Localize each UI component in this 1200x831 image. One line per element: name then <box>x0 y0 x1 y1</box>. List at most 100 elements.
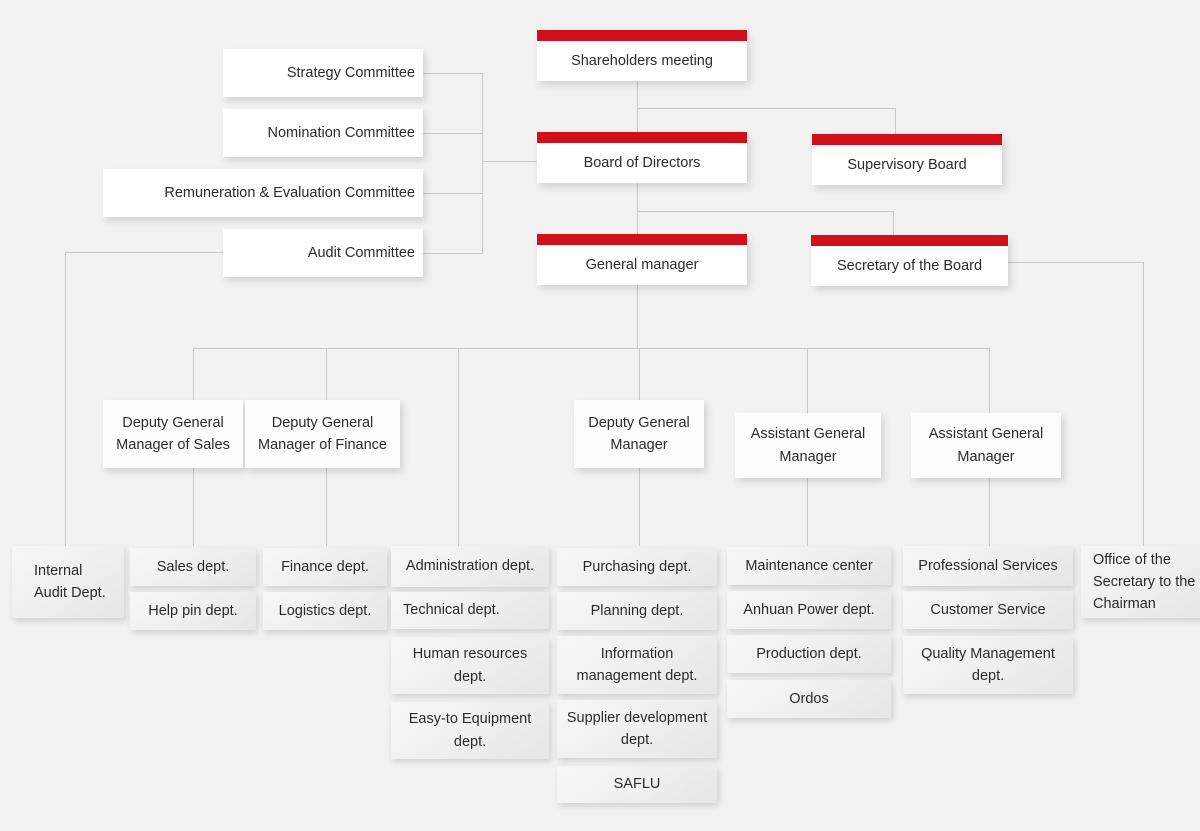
node-shareholders-meeting[interactable]: Shareholders meeting <box>537 30 747 81</box>
node-general-manager[interactable]: General manager <box>537 234 747 285</box>
node-technical-dept[interactable]: Technical dept. <box>391 592 549 629</box>
node-maintenance-center[interactable]: Maintenance center <box>727 547 891 585</box>
connector-board-to-secretary <box>637 211 894 212</box>
node-planning-dept[interactable]: Planning dept. <box>557 592 717 630</box>
connector-mgr3-to-depts <box>639 468 640 546</box>
node-label: Ordos <box>789 690 829 707</box>
node-remuneration-evaluation-committee[interactable]: Remuneration & Evaluation Committee <box>103 169 423 217</box>
node-deputy-general-manager-of-finance[interactable]: Deputy General Manager of Finance <box>245 400 400 468</box>
connector-committee-bus-to-board <box>482 161 542 162</box>
connector-committee-remuneration <box>422 193 483 194</box>
connector-manager-bus <box>193 348 990 349</box>
node-label: Maintenance center <box>745 557 873 574</box>
node-label: Anhuan Power dept. <box>743 601 875 618</box>
connector-audit-left <box>65 252 223 253</box>
node-label: Human resources dept. <box>412 646 528 685</box>
node-label: Assistant General Manager <box>750 426 866 465</box>
node-label: Deputy General Manager of Finance <box>258 414 387 453</box>
node-nomination-committee[interactable]: Nomination Committee <box>223 109 423 157</box>
connector-bus-to-mgr-1 <box>193 348 194 403</box>
node-assistant-general-manager-1[interactable]: Assistant General Manager <box>735 413 881 478</box>
node-purchasing-dept[interactable]: Purchasing dept. <box>557 548 717 586</box>
connector-bus-to-mgr-5 <box>807 348 808 415</box>
node-label: Deputy General Manager <box>588 414 690 453</box>
node-label: Help pin dept. <box>148 602 238 619</box>
connector-secretary-down <box>893 211 894 242</box>
node-sales-dept[interactable]: Sales dept. <box>130 548 256 586</box>
node-label: Information management dept. <box>576 645 698 684</box>
node-label: Supervisory Board <box>847 156 967 173</box>
node-supervisory-board[interactable]: Supervisory Board <box>812 134 1002 185</box>
node-strategy-committee[interactable]: Strategy Committee <box>223 49 423 97</box>
connector-bus-to-mgr-4 <box>639 348 640 403</box>
node-label: Supplier development dept. <box>566 709 708 748</box>
node-label: Quality Management dept. <box>921 645 1055 684</box>
connector-mgr4-to-depts <box>807 478 808 546</box>
node-label: Sales dept. <box>156 558 230 575</box>
connector-committee-bus <box>482 73 483 253</box>
node-easy-to-equipment-dept[interactable]: Easy-to Equipment dept. <box>391 702 549 759</box>
node-secretary-of-the-board[interactable]: Secretary of the Board <box>811 235 1008 286</box>
node-label: Assistant General Manager <box>928 426 1044 465</box>
node-information-management-dept[interactable]: Information management dept. <box>557 636 717 694</box>
node-label: Remuneration & Evaluation Committee <box>164 184 415 201</box>
node-label: Deputy General Manager of Sales <box>116 414 230 453</box>
connector-bus-to-mgr-3 <box>458 348 459 546</box>
node-professional-services[interactable]: Professional Services <box>903 546 1073 586</box>
node-label: Internal Audit Dept. <box>34 562 106 601</box>
node-label: Technical dept. <box>403 602 500 619</box>
node-label: Professional Services <box>918 557 1058 574</box>
node-label: Shareholders meeting <box>571 52 713 69</box>
node-label: Production dept. <box>756 645 862 662</box>
node-label: Secretary of the Board <box>836 257 983 274</box>
connector-mgr1-to-depts <box>193 468 194 546</box>
node-finance-dept[interactable]: Finance dept. <box>263 548 387 586</box>
node-label: Logistics dept. <box>278 602 372 619</box>
node-deputy-general-manager[interactable]: Deputy General Manager <box>574 400 704 468</box>
node-help-pin-dept[interactable]: Help pin dept. <box>130 592 256 630</box>
node-office-of-the-secretary-to-the-chairman[interactable]: Office of the Secretary to the Chairman <box>1081 546 1200 618</box>
node-administration-dept[interactable]: Administration dept. <box>391 546 549 587</box>
connector-shareholders-to-supervisory <box>637 108 896 109</box>
node-label: Customer Service <box>930 601 1046 618</box>
connector-audit-down <box>65 252 66 546</box>
node-label: SAFLU <box>613 776 661 793</box>
node-customer-service[interactable]: Customer Service <box>903 591 1073 629</box>
node-label: Administration dept. <box>405 558 535 575</box>
connector-bus-to-mgr-2 <box>326 348 327 403</box>
connector-secretary-right <box>1008 262 1144 263</box>
node-label: Planning dept. <box>590 602 684 619</box>
connector-bus-to-mgr-6 <box>989 348 990 415</box>
connector-board-down <box>637 183 638 243</box>
node-label: Easy-to Equipment dept. <box>408 711 532 750</box>
node-board-of-directors[interactable]: Board of Directors <box>537 132 747 183</box>
connector-mgr5-to-depts <box>989 478 990 546</box>
node-internal-audit-dept[interactable]: Internal Audit Dept. <box>12 546 124 618</box>
node-saflu[interactable]: SAFLU <box>557 766 717 803</box>
node-label: Strategy Committee <box>286 64 415 81</box>
node-ordos[interactable]: Ordos <box>727 680 891 718</box>
connector-chairman-down <box>1143 262 1144 546</box>
node-label: Board of Directors <box>583 154 701 171</box>
node-logistics-dept[interactable]: Logistics dept. <box>263 592 387 630</box>
connector-shareholders-down <box>637 81 638 161</box>
node-label: Office of the Secretary to the Chairman <box>1093 551 1196 613</box>
connector-committee-audit <box>422 253 483 254</box>
connector-gm-down <box>637 285 638 348</box>
node-assistant-general-manager-2[interactable]: Assistant General Manager <box>911 413 1061 478</box>
node-anhuan-power-dept[interactable]: Anhuan Power dept. <box>727 591 891 629</box>
node-label: General manager <box>585 256 699 273</box>
connector-mgr2-to-depts <box>326 468 327 546</box>
node-deputy-general-manager-of-sales[interactable]: Deputy General Manager of Sales <box>103 400 243 468</box>
node-label: Purchasing dept. <box>582 558 692 575</box>
node-production-dept[interactable]: Production dept. <box>727 635 891 673</box>
node-audit-committee[interactable]: Audit Committee <box>223 229 423 277</box>
node-quality-management-dept[interactable]: Quality Management dept. <box>903 636 1073 694</box>
connector-committee-strategy <box>422 73 483 74</box>
connector-supervisory-down <box>895 108 896 140</box>
node-supplier-development-dept[interactable]: Supplier development dept. <box>557 700 717 758</box>
connector-committee-nomination <box>422 133 483 134</box>
node-human-resources-dept[interactable]: Human resources dept. <box>391 637 549 694</box>
node-label: Nomination Committee <box>267 124 415 141</box>
